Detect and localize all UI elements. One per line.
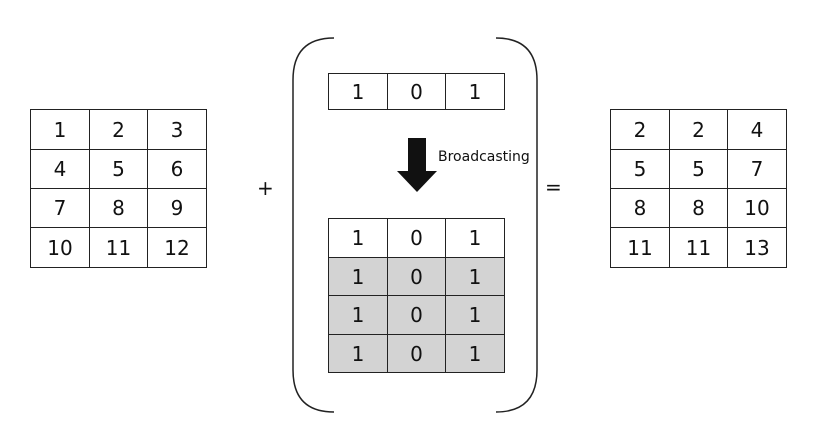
result-matrix-row: 8 8 10: [610, 188, 787, 228]
broadcasting-label: Broadcasting: [438, 149, 530, 165]
matrix-a-row: 1 2 3: [30, 109, 207, 150]
result-cell: 11: [669, 227, 728, 268]
equals-operator: =: [545, 175, 562, 199]
broadcast-cell-shaded: 1: [445, 257, 505, 296]
broadcast-cell-shaded: 1: [445, 295, 505, 335]
matrix-a-cell: 11: [89, 227, 148, 268]
result-cell: 5: [669, 149, 728, 189]
broadcast-cell-shaded: 0: [387, 257, 446, 296]
plus-operator: +: [257, 176, 274, 200]
result-cell: 2: [610, 109, 670, 150]
result-matrix-row: 2 2 4: [610, 109, 787, 150]
broadcast-cell-shaded: 1: [445, 334, 505, 373]
result-cell: 7: [727, 149, 787, 189]
broadcast-cell: 1: [445, 218, 505, 258]
matrix-a-cell: 4: [30, 149, 90, 189]
matrix-a-cell: 5: [89, 149, 148, 189]
matrix-a-cell: 7: [30, 188, 90, 228]
broadcast-cell-shaded: 0: [387, 334, 446, 373]
matrix-a-cell: 12: [147, 227, 207, 268]
result-cell: 8: [669, 188, 728, 228]
result-cell: 10: [727, 188, 787, 228]
vector-cell: 1: [328, 73, 388, 110]
matrix-a-cell: 9: [147, 188, 207, 228]
broadcast-cell: 1: [328, 218, 388, 258]
broadcast-cell-shaded: 1: [328, 334, 388, 373]
matrix-a: 1 2 3 4 5 6 7 8 9 10 11 12: [30, 109, 207, 268]
matrix-a-cell: 3: [147, 109, 207, 150]
result-matrix-row: 11 11 13: [610, 227, 787, 268]
vector-cell: 0: [387, 73, 446, 110]
result-cell: 4: [727, 109, 787, 150]
broadcast-cell-shaded: 1: [328, 257, 388, 296]
matrix-a-cell: 2: [89, 109, 148, 150]
broadcast-matrix-row: 1 0 1: [328, 257, 505, 296]
matrix-a-row: 4 5 6: [30, 149, 207, 189]
result-cell: 13: [727, 227, 787, 268]
matrix-a-cell: 1: [30, 109, 90, 150]
broadcast-cell-shaded: 0: [387, 295, 446, 335]
result-matrix-row: 5 5 7: [610, 149, 787, 189]
matrix-a-cell: 8: [89, 188, 148, 228]
broadcast-matrix-row: 1 0 1: [328, 218, 505, 258]
broadcast-matrix-row: 1 0 1: [328, 295, 505, 335]
result-cell: 8: [610, 188, 670, 228]
broadcast-matrix: 1 0 1 1 0 1 1 0 1 1 0 1: [328, 218, 505, 373]
matrix-a-row: 7 8 9: [30, 188, 207, 228]
matrix-a-cell: 6: [147, 149, 207, 189]
result-cell: 2: [669, 109, 728, 150]
broadcast-matrix-row: 1 0 1: [328, 334, 505, 373]
result-matrix: 2 2 4 5 5 7 8 8 10 11 11 13: [610, 109, 787, 268]
vector-row-cells: 1 0 1: [328, 73, 505, 110]
result-cell: 5: [610, 149, 670, 189]
result-cell: 11: [610, 227, 670, 268]
down-arrow-icon: [397, 138, 437, 192]
broadcast-cell: 0: [387, 218, 446, 258]
vector-cell: 1: [445, 73, 505, 110]
broadcast-cell-shaded: 1: [328, 295, 388, 335]
matrix-a-cell: 10: [30, 227, 90, 268]
matrix-a-row: 10 11 12: [30, 227, 207, 268]
vector-row: 1 0 1: [328, 73, 505, 110]
